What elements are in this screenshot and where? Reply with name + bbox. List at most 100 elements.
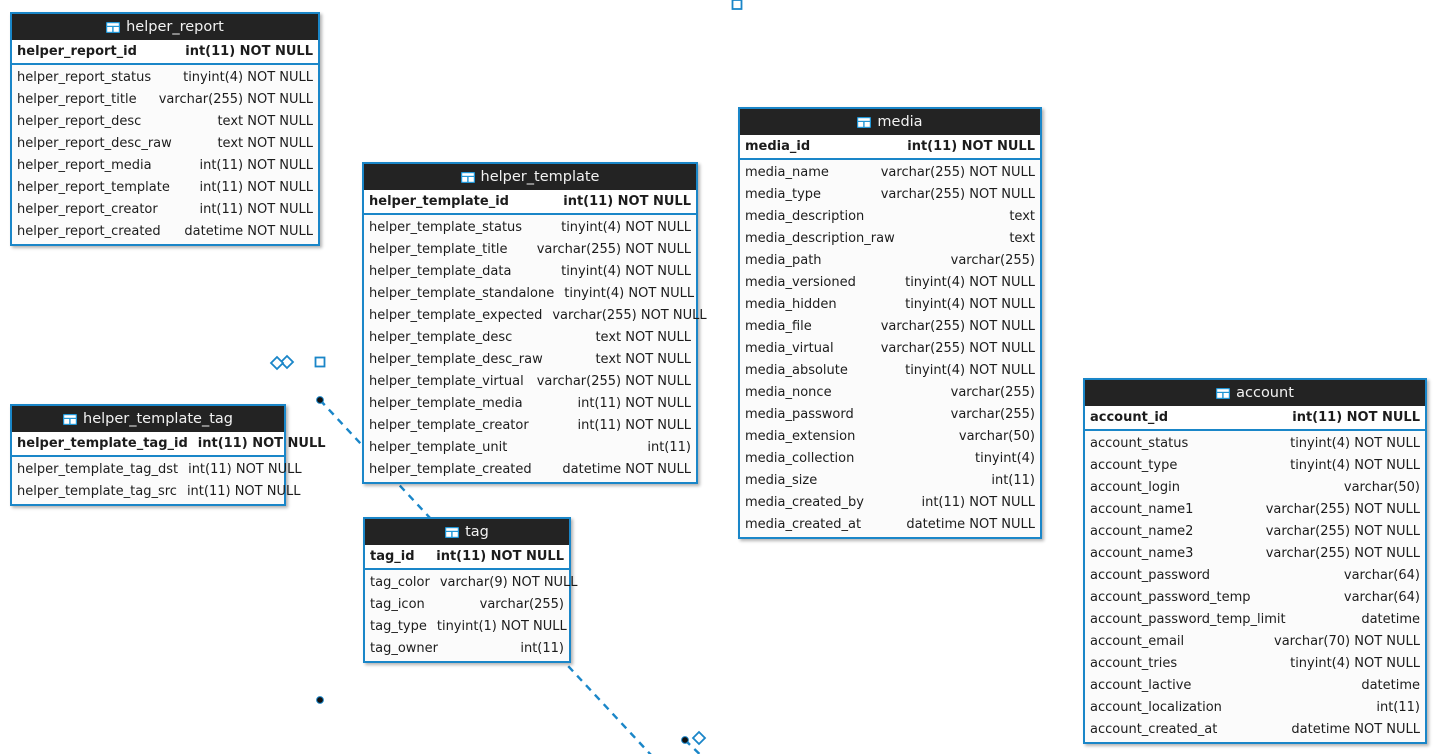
entity-header-account[interactable]: account [1085, 380, 1425, 406]
field-name: media_absolute [745, 362, 848, 378]
field-type: text [1009, 208, 1035, 224]
field-name: helper_template_data [369, 263, 512, 279]
field-name: media_collection [745, 450, 855, 466]
entity-title: helper_report [126, 19, 224, 35]
field-type: tinyint(1) NOT NULL [436, 618, 567, 634]
field-name: helper_template_created [369, 461, 532, 477]
relationship-marker-dot [681, 736, 689, 744]
field-type: tinyint(4) NOT NULL [1290, 655, 1420, 671]
field-type: datetime [1361, 611, 1420, 627]
field-row: account_password_temp_limit datetime [1085, 608, 1425, 630]
field-type: varchar(255) NOT NULL [552, 307, 707, 323]
field-row: media_collection tinyint(4) [740, 447, 1040, 469]
field-type: varchar(255) NOT NULL [158, 91, 313, 107]
field-type: varchar(255) NOT NULL [1265, 545, 1420, 561]
field-name: helper_template_unit [369, 439, 508, 455]
field-type: varchar(255) NOT NULL [536, 241, 691, 257]
rel-helper_template_tag-helper_template_virtual[interactable] [279, 354, 295, 370]
rel-helper_template-account[interactable] [681, 736, 1046, 754]
field-type: int(11) NOT NULL [188, 461, 302, 477]
entity-header-helper_template_tag[interactable]: helper_template_tag [12, 406, 284, 432]
table-icon [460, 171, 475, 183]
field-name: helper_report_created [17, 223, 161, 239]
rel-helper_template_tag-tag[interactable] [269, 355, 285, 371]
entity-header-helper_template[interactable]: helper_template [364, 164, 696, 190]
field-name: media_type [745, 186, 822, 202]
entity-header-media[interactable]: media [740, 109, 1040, 135]
field-type: int(11) NOT NULL [199, 179, 313, 195]
field-name: account_id [1090, 410, 1169, 425]
field-type: varchar(70) NOT NULL [1274, 633, 1420, 649]
field-name: media_file [745, 318, 812, 334]
field-type: int(11) NOT NULL [1292, 410, 1420, 425]
primary-key-section: helper_report_id int(11) NOT NULL [12, 40, 318, 65]
field-name: account_password_temp_limit [1090, 611, 1286, 627]
entity-header-helper_report[interactable]: helper_report [12, 14, 318, 40]
field-type: tinyint(4) NOT NULL [905, 362, 1035, 378]
field-row: helper_template_expected varchar(255) NOT… [364, 304, 707, 326]
field-type: tinyint(4) [974, 450, 1035, 466]
rel-helper_report_creator-helper_template[interactable] [314, 356, 326, 368]
field-name: account_tries [1090, 655, 1178, 671]
rel-helper_template_expected-media_file[interactable] [691, 730, 707, 746]
entity-table-helper_report[interactable]: helper_report helper_report_id int(11) NOT… [10, 12, 320, 246]
field-type: text NOT NULL [595, 351, 691, 367]
relationship-marker-dot [316, 358, 324, 366]
field-name: helper_template_expected [369, 307, 543, 323]
field-type: varchar(50) [958, 428, 1035, 444]
field-type: datetime NOT NULL [906, 516, 1035, 532]
field-type: int(11) [1376, 699, 1420, 715]
field-type: varchar(255) [950, 252, 1035, 268]
field-name: helper_template_creator [369, 417, 529, 433]
field-type: text NOT NULL [217, 113, 313, 129]
field-type: int(11) [991, 472, 1035, 488]
field-type: int(11) NOT NULL [185, 44, 313, 59]
field-type: varchar(255) NOT NULL [880, 340, 1035, 356]
field-type: int(11) NOT NULL [921, 494, 1035, 510]
relationship-marker-dot [695, 734, 703, 742]
field-type: int(11) NOT NULL [907, 139, 1035, 154]
field-name: helper_report_creator [17, 201, 158, 217]
primary-key-section: account_id int(11) NOT NULL [1085, 406, 1425, 431]
field-name: helper_report_id [17, 44, 137, 59]
field-name: media_created_by [745, 494, 864, 510]
field-name: helper_template_tag_dst [17, 461, 179, 477]
relationship-marker-diamond [279, 354, 295, 370]
field-name: helper_template_desc [369, 329, 513, 345]
field-type: varchar(255) NOT NULL [880, 164, 1035, 180]
field-name: media_versioned [745, 274, 856, 290]
field-name: helper_template_media [369, 395, 523, 411]
field-type: tinyint(4) NOT NULL [561, 219, 691, 235]
entity-header-tag[interactable]: tag [365, 519, 569, 545]
field-type: int(11) NOT NULL [563, 194, 691, 209]
table-icon [106, 21, 121, 33]
field-name: helper_report_title [17, 91, 137, 107]
